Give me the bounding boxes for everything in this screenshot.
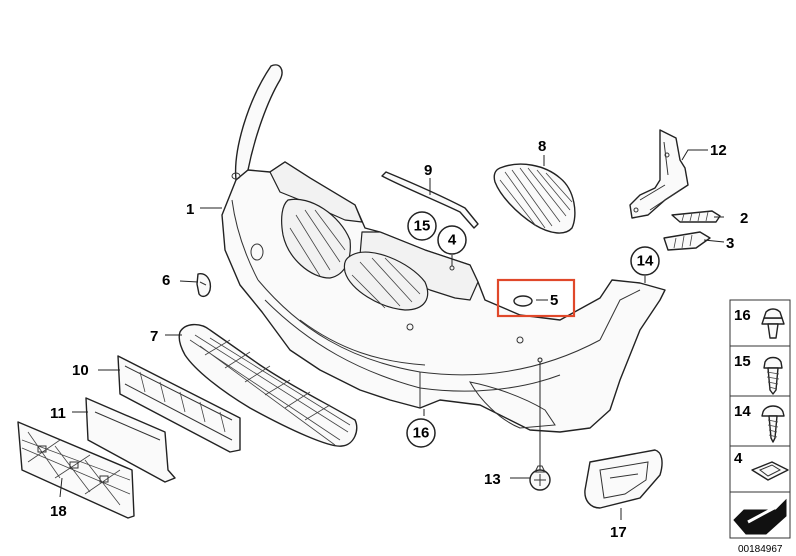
callout-12: 12: [710, 142, 727, 159]
slide-rail-part-2[interactable]: [671, 210, 721, 223]
lower-grille-part[interactable]: [178, 323, 358, 447]
callout-15: 15: [414, 218, 431, 235]
legend-label-15: 15: [734, 353, 751, 370]
kidney-grille-part[interactable]: [493, 163, 576, 234]
callout-14: 14: [637, 253, 654, 270]
highlight-box-part-5[interactable]: [496, 278, 576, 318]
trim-strip-part[interactable]: [381, 171, 479, 229]
callout-13: 13: [484, 471, 501, 488]
callout-8: 8: [538, 138, 546, 155]
legend-label-16: 16: [734, 307, 751, 324]
callout-labels: 1 2 3 5 6 7 8 9 10 11 12 13 17 18: [50, 138, 748, 541]
legend-panel: 16 15 14 4: [729, 299, 791, 539]
speed-nut-icon: [751, 461, 789, 481]
callout-9: 9: [424, 162, 432, 179]
expanding-rivet-icon: [761, 308, 785, 339]
bracket-part[interactable]: [629, 129, 689, 219]
orientation-arrow-icon: [733, 498, 787, 535]
slide-rail-part-3[interactable]: [663, 231, 711, 251]
callout-16: 16: [413, 425, 430, 442]
circled-callouts: 4 15 14 16: [406, 211, 660, 448]
callout-6: 6: [162, 272, 170, 289]
carrier-lattice-part[interactable]: [17, 421, 135, 519]
screw-icon-14: [761, 405, 785, 443]
bracket-plate-part[interactable]: [584, 449, 663, 509]
callout-18: 18: [50, 503, 67, 520]
callout-3: 3: [726, 235, 734, 252]
callout-4: 4: [448, 232, 457, 249]
callout-11: 11: [50, 405, 66, 422]
callout-7: 7: [150, 328, 158, 345]
callout-5: 5: [550, 292, 558, 309]
callout-1: 1: [186, 201, 194, 218]
license-plate-base-part[interactable]: [117, 355, 241, 453]
screw-icon-15: [763, 356, 783, 395]
document-id: 00184967: [738, 544, 783, 555]
legend-label-14: 14: [734, 403, 751, 420]
license-plate-holder-part[interactable]: [85, 397, 176, 483]
callout-2: 2: [740, 210, 748, 227]
kidney-opening-frame: [269, 161, 479, 311]
callout-17: 17: [610, 524, 627, 541]
leader-lines: [59, 149, 725, 520]
legend-label-4: 4: [734, 450, 743, 467]
plug-part[interactable]: [196, 273, 212, 298]
clip-part-13[interactable]: [529, 465, 551, 491]
callout-10: 10: [72, 362, 89, 379]
